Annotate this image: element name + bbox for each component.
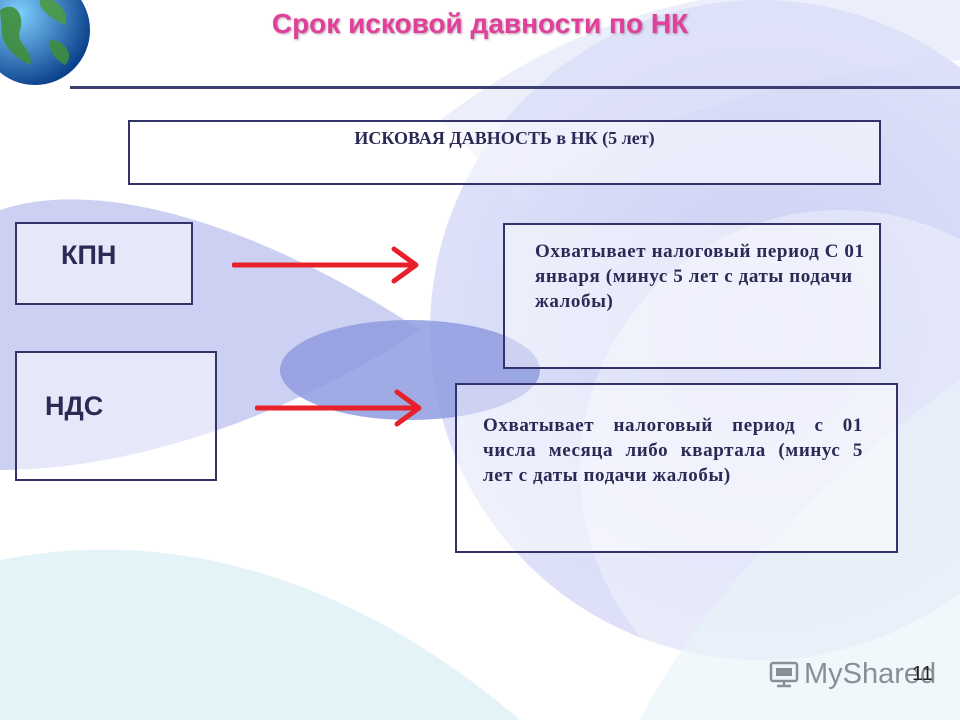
kpn-description: Охватывает налоговый период С 01 января … bbox=[535, 241, 865, 312]
arrow-right-icon bbox=[232, 246, 419, 284]
nds-box: НДС bbox=[15, 351, 217, 481]
nds-label: НДС bbox=[45, 391, 104, 421]
watermark: MyShared bbox=[768, 656, 936, 692]
title-divider bbox=[70, 86, 960, 89]
nds-description: Охватывает налоговый период с 01 числа м… bbox=[483, 415, 863, 486]
page-number: 11 bbox=[912, 663, 933, 685]
earth-globe-icon bbox=[0, 0, 90, 85]
mini-computer-logo-icon bbox=[769, 661, 799, 688]
slide-title: Срок исковой давности по НК bbox=[271, 8, 689, 39]
watermark-text: MyShared bbox=[804, 657, 937, 690]
kpn-box: КПН bbox=[15, 222, 193, 305]
nds-description-box: Охватывает налоговый период с 01 числа м… bbox=[455, 383, 898, 553]
kpn-label: КПН bbox=[61, 240, 117, 270]
arrow-right-icon bbox=[255, 389, 422, 427]
kpn-description-box: Охватывает налоговый период С 01 января … bbox=[503, 223, 881, 369]
header-box: ИСКОВАЯ ДАВНОСТЬ в НК (5 лет) bbox=[128, 120, 881, 185]
header-text: ИСКОВАЯ ДАВНОСТЬ в НК (5 лет) bbox=[354, 128, 655, 148]
